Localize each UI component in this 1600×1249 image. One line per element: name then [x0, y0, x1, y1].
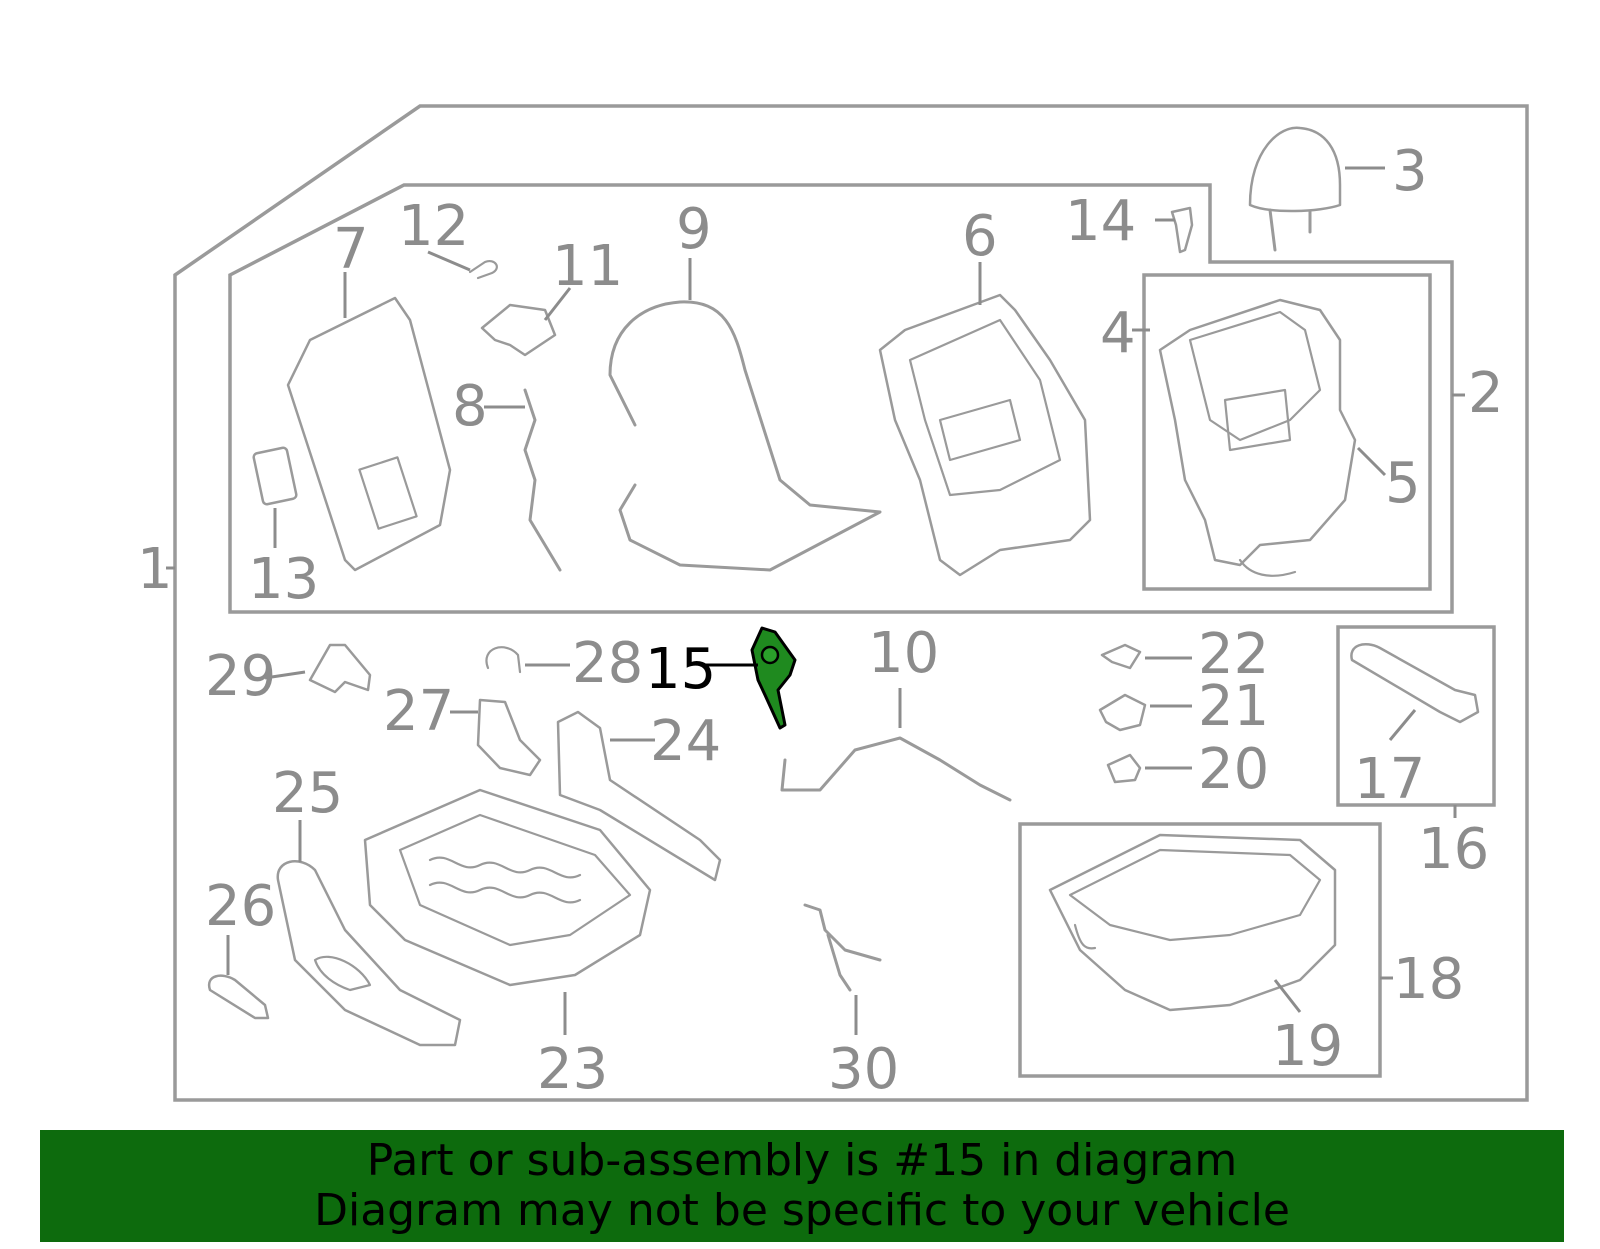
- callout-25[interactable]: 25: [272, 761, 343, 826]
- callout-1[interactable]: 1: [137, 537, 173, 602]
- seat-cushion-frame-part-23: [363, 788, 652, 987]
- clip-part-21: [1098, 693, 1147, 732]
- armrest-part-17: [1350, 643, 1480, 724]
- bracket-part-29: [308, 643, 372, 694]
- callout-23[interactable]: 23: [537, 1037, 608, 1102]
- callout-4[interactable]: 4: [1100, 301, 1136, 366]
- callout-8[interactable]: 8: [452, 374, 488, 439]
- harness-part-30: [803, 903, 882, 992]
- seat-back-frame-part-6: [878, 293, 1092, 577]
- cover-part-11: [480, 303, 557, 357]
- banner-line-1: Part or sub-assembly is #15 in diagram: [366, 1135, 1238, 1186]
- callout-9[interactable]: 9: [676, 197, 712, 262]
- callout-14[interactable]: 14: [1065, 189, 1136, 254]
- callout-27[interactable]: 27: [383, 679, 454, 744]
- callout-7[interactable]: 7: [333, 217, 369, 282]
- cable-part-8: [523, 388, 562, 572]
- callout-18[interactable]: 18: [1393, 947, 1464, 1012]
- callout-2[interactable]: 2: [1468, 361, 1504, 426]
- callout-10[interactable]: 10: [868, 621, 939, 686]
- callout-30[interactable]: 30: [828, 1037, 899, 1102]
- wire-frame-part-9: [608, 300, 882, 572]
- callout-24[interactable]: 24: [650, 709, 721, 774]
- callout-22[interactable]: 22: [1198, 622, 1269, 687]
- callout-13[interactable]: 13: [248, 547, 319, 612]
- handle-part-26: [207, 974, 270, 1020]
- clip-part-20: [1106, 753, 1142, 784]
- clip-part-12: [468, 260, 498, 280]
- seat-cushion-part-18-19: [1048, 833, 1337, 1012]
- callout-12[interactable]: 12: [398, 194, 469, 259]
- callout-11[interactable]: 11: [552, 234, 623, 299]
- highlighted-part-15: [750, 626, 797, 730]
- clip-part-28: [485, 646, 522, 674]
- box-2: [1142, 273, 1432, 591]
- box-18: [1018, 822, 1382, 1078]
- callout-16[interactable]: 16: [1418, 817, 1489, 882]
- callout-20[interactable]: 20: [1198, 737, 1269, 802]
- callout-6[interactable]: 6: [962, 204, 998, 269]
- banner-line-2: Diagram may not be specific to your vehi…: [314, 1185, 1290, 1236]
- callout-5[interactable]: 5: [1385, 451, 1421, 516]
- clip-part-22: [1100, 643, 1142, 670]
- callout-21[interactable]: 21: [1198, 674, 1269, 739]
- back-board-part-7: [286, 296, 452, 572]
- switch-part-13: [252, 446, 298, 506]
- info-banner: Part or sub-assembly is #15 in diagram D…: [40, 1130, 1564, 1242]
- headrest-part-3: [1248, 126, 1342, 252]
- cover-part-27: [476, 698, 542, 777]
- callout-29[interactable]: 29: [205, 644, 276, 709]
- leader-lines: [166, 166, 1465, 1035]
- seat-back-cover-part-4-5: [1158, 298, 1357, 577]
- callout-28[interactable]: 28: [572, 631, 643, 696]
- seat-back-frame: [228, 183, 1454, 614]
- callout-3[interactable]: 3: [1392, 139, 1428, 204]
- callout-19[interactable]: 19: [1272, 1014, 1343, 1079]
- side-shield-part-24: [556, 710, 722, 882]
- box-16: [1336, 625, 1496, 807]
- side-cover-part-25: [276, 860, 462, 1047]
- callout-26[interactable]: 26: [205, 874, 276, 939]
- assembly-frame-1: [173, 104, 1529, 1102]
- callout-17[interactable]: 17: [1354, 747, 1425, 812]
- guide-part-14: [1170, 206, 1194, 254]
- cable-part-10: [780, 736, 1012, 802]
- callout-15[interactable]: 15: [645, 637, 716, 702]
